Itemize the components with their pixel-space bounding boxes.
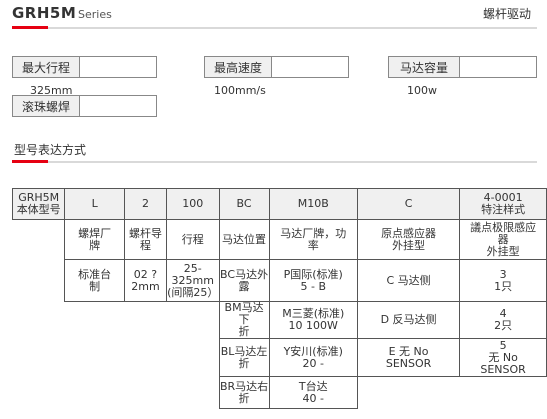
header-divider: [12, 27, 537, 29]
section-accent: [12, 160, 48, 163]
code-cell-motor-brand: M10B: [268, 188, 358, 220]
col-title-lead: 螺杆导程: [123, 219, 167, 260]
section-title: 型号表达方式: [14, 143, 87, 157]
motor-capacity-value: 100w: [407, 84, 437, 97]
series-label: Series: [78, 8, 112, 21]
model-title: GRH5M: [12, 4, 77, 22]
motor-brand-option: P国际(标准)5 - B: [268, 259, 358, 302]
table-row: 标准台制 02 ?2mm 25-325mm(间隔25） BC马达外露 P国际(标…: [13, 259, 547, 302]
code-cell-lead: 2: [123, 188, 167, 220]
motor-pos-option: BR马达右折: [218, 376, 270, 409]
section-divider: [12, 161, 537, 163]
motor-brand-option: M三菱(标准)10 100W: [268, 301, 358, 339]
col-title-motor-brand: 马达厂牌，功率: [268, 219, 358, 260]
motor-pos-option: BL马达左折: [218, 338, 270, 377]
col-title-screw-brand: 螺焊厂牌: [64, 219, 125, 260]
col-title-motor-pos: 马达位置: [218, 219, 270, 260]
ball-screw-label: 滚珠螺焊: [12, 95, 80, 117]
col-title-stroke: 行程: [165, 219, 220, 260]
max-speed-label: 最高速度: [204, 56, 272, 78]
code-cell-origin-sensor: C: [356, 188, 461, 220]
code-cell-stroke: 100: [165, 188, 220, 220]
max-stroke-value: 325mm: [30, 84, 73, 97]
col-title-origin-sensor: 原点感应器外挂型: [356, 219, 461, 260]
code-cell-motor-pos: BC: [218, 188, 270, 220]
max-speed-box: [271, 56, 349, 78]
stroke-option: 25-325mm(间隔25）: [165, 259, 220, 302]
motor-capacity-label: 马达容量: [388, 56, 460, 78]
ball-screw-box: [79, 95, 157, 117]
lead-option: 02 ?2mm: [123, 259, 167, 302]
motor-capacity-box: [459, 56, 537, 78]
motor-pos-option: BC马达外露: [218, 259, 270, 302]
drive-type: 螺杆驱动: [482, 7, 531, 21]
max-speed-value: 100mm/s: [214, 84, 266, 97]
header-accent: [12, 26, 48, 29]
max-stroke-label: 最大行程: [12, 56, 80, 78]
screw-brand-option: 标准台制: [64, 259, 125, 302]
column-title-row: 螺焊厂牌 螺杆导程 行程 马达位置 马达厂牌，功率 原点感应器外挂型 議点极限感…: [13, 219, 547, 260]
motor-brand-option: Y安川(标准)20 -: [268, 338, 358, 377]
code-cell-screw-brand: L: [64, 188, 125, 220]
origin-sensor-option: D 反马达侧: [356, 301, 461, 339]
origin-sensor-option: C 马达侧: [356, 259, 461, 302]
max-stroke-box: [79, 56, 157, 78]
col-title-limit-sensor: 議点极限感应器外挂型: [459, 219, 547, 260]
motor-pos-option: BM马达下折: [218, 301, 270, 339]
